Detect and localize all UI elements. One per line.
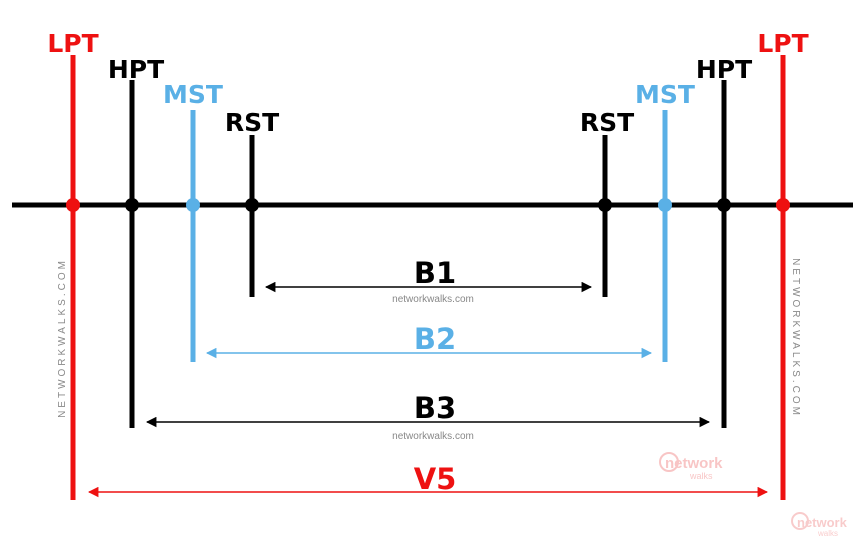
watermark-text-b1: networkwalks.com [392,294,474,305]
rst-left-label: RST [225,108,279,137]
lpt-left-label: LPT [47,29,98,58]
b3-label: B3 [414,391,456,425]
logo-subtext-corner: walks [817,529,838,538]
rst-right-label: RST [580,108,634,137]
lpt-left-dot [66,198,80,212]
mst-left-label: MST [163,80,223,109]
hpt-right-dot [717,198,731,212]
logo-watermark-center: network walks [659,452,723,481]
logo-text-corner: network [797,515,848,530]
lpt-right-dot [776,198,790,212]
logo-text: network [665,455,723,472]
lpt-right-label: LPT [757,29,808,58]
logo-watermark-corner: network walks [791,512,848,538]
watermark-vertical-right: NETWORKWALKS.COM [790,258,801,418]
logo-subtext: walks [689,471,713,481]
rst-right-dot [598,198,612,212]
rst-left-dot [245,198,259,212]
watermark-text-b3: networkwalks.com [392,431,474,442]
mst-right-dot [658,198,672,212]
mst-left-dot [186,198,200,212]
b1-label: B1 [414,256,456,290]
hpt-left-label: HPT [108,55,164,84]
watermark-vertical-left: NETWORKWALKS.COM [57,258,68,418]
mst-right-label: MST [635,80,695,109]
v5-label: V5 [414,462,457,496]
hpt-left-dot [125,198,139,212]
b2-label: B2 [414,322,456,356]
hpt-right-label: HPT [696,55,752,84]
